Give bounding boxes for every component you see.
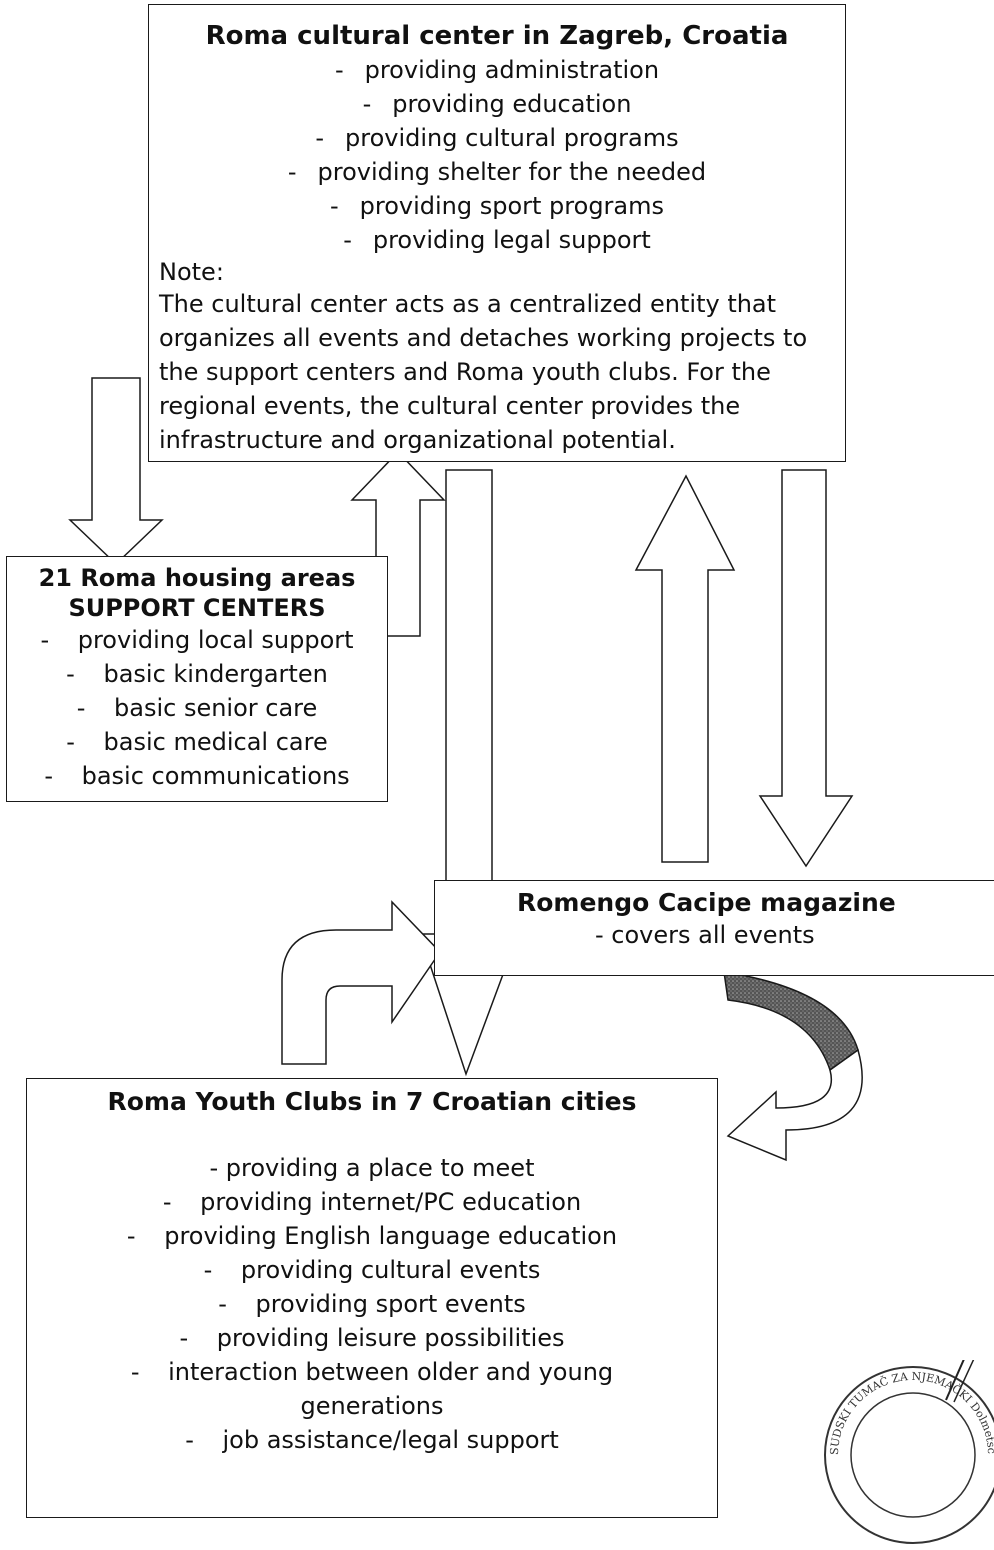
list-item: - providing education: [362, 90, 632, 118]
support-centers-box: 21 Roma housing areas SUPPORT CENTERS - …: [6, 556, 388, 802]
arrow-support-to-center: [350, 450, 446, 637]
list-item: - basic senior care: [76, 694, 318, 722]
arrow-curved-magazine-to-youth-shaded: [723, 971, 859, 1072]
arrow-center-to-magazine: [758, 469, 854, 868]
list-item: - interaction between older and young: [130, 1358, 614, 1386]
list-item: - providing internet/PC education: [162, 1188, 582, 1216]
cultural-center-box: Roma cultural center in Zagreb, Croatia …: [148, 4, 846, 462]
list-item: - providing sport programs: [329, 192, 665, 220]
official-stamp-icon: SUDSKI TUMAČ ZA NJEMAČKI Dolmetscherin f…: [818, 1360, 994, 1544]
list-item: generations: [300, 1392, 444, 1420]
support-centers-title-line1: 21 Roma housing areas: [38, 564, 356, 592]
arrow-curved-magazine-to-youth: [726, 1048, 863, 1162]
note-text: The cultural center acts as a centralize…: [159, 290, 808, 454]
list-item: - job assistance/legal support: [185, 1426, 559, 1454]
arrow-center-to-youth: [418, 469, 520, 1077]
cultural-center-title: Roma cultural center in Zagreb, Croatia: [205, 21, 789, 51]
list-item: - basic kindergarten: [66, 660, 328, 688]
magazine-title: Romengo Cacipe magazine: [517, 888, 896, 917]
arrows-layer: [68, 377, 863, 1162]
note-label: Note:: [159, 258, 224, 286]
list-item: - providing shelter for the needed: [287, 158, 707, 186]
arrow-center-to-support: [68, 377, 164, 566]
magazine-subtitle: - covers all events: [595, 921, 815, 949]
list-item: - basic medical care: [66, 728, 328, 756]
list-item: - basic communications: [44, 762, 350, 790]
list-item: - providing administration: [334, 56, 660, 84]
list-item: - providing sport events: [218, 1290, 526, 1318]
youth-clubs-box: Roma Youth Clubs in 7 Croatian cities - …: [26, 1078, 718, 1518]
youth-clubs-title: Roma Youth Clubs in 7 Croatian cities: [107, 1087, 637, 1116]
magazine-box: Romengo Cacipe magazine - covers all eve…: [434, 880, 994, 976]
support-centers-title-line2: SUPPORT CENTERS: [68, 594, 326, 622]
list-item: - providing local support: [40, 626, 354, 654]
arrow-magazine-to-center: [634, 474, 736, 863]
list-item: - providing a place to meet: [209, 1154, 535, 1182]
list-item: - providing English language education: [126, 1222, 618, 1250]
list-item: - providing cultural events: [203, 1256, 541, 1284]
arrow-curved-youth-to-center: [281, 900, 441, 1065]
list-item: - providing cultural programs: [315, 124, 679, 152]
list-item: - providing leisure possibilities: [179, 1324, 565, 1352]
list-item: - providing legal support: [343, 226, 651, 254]
